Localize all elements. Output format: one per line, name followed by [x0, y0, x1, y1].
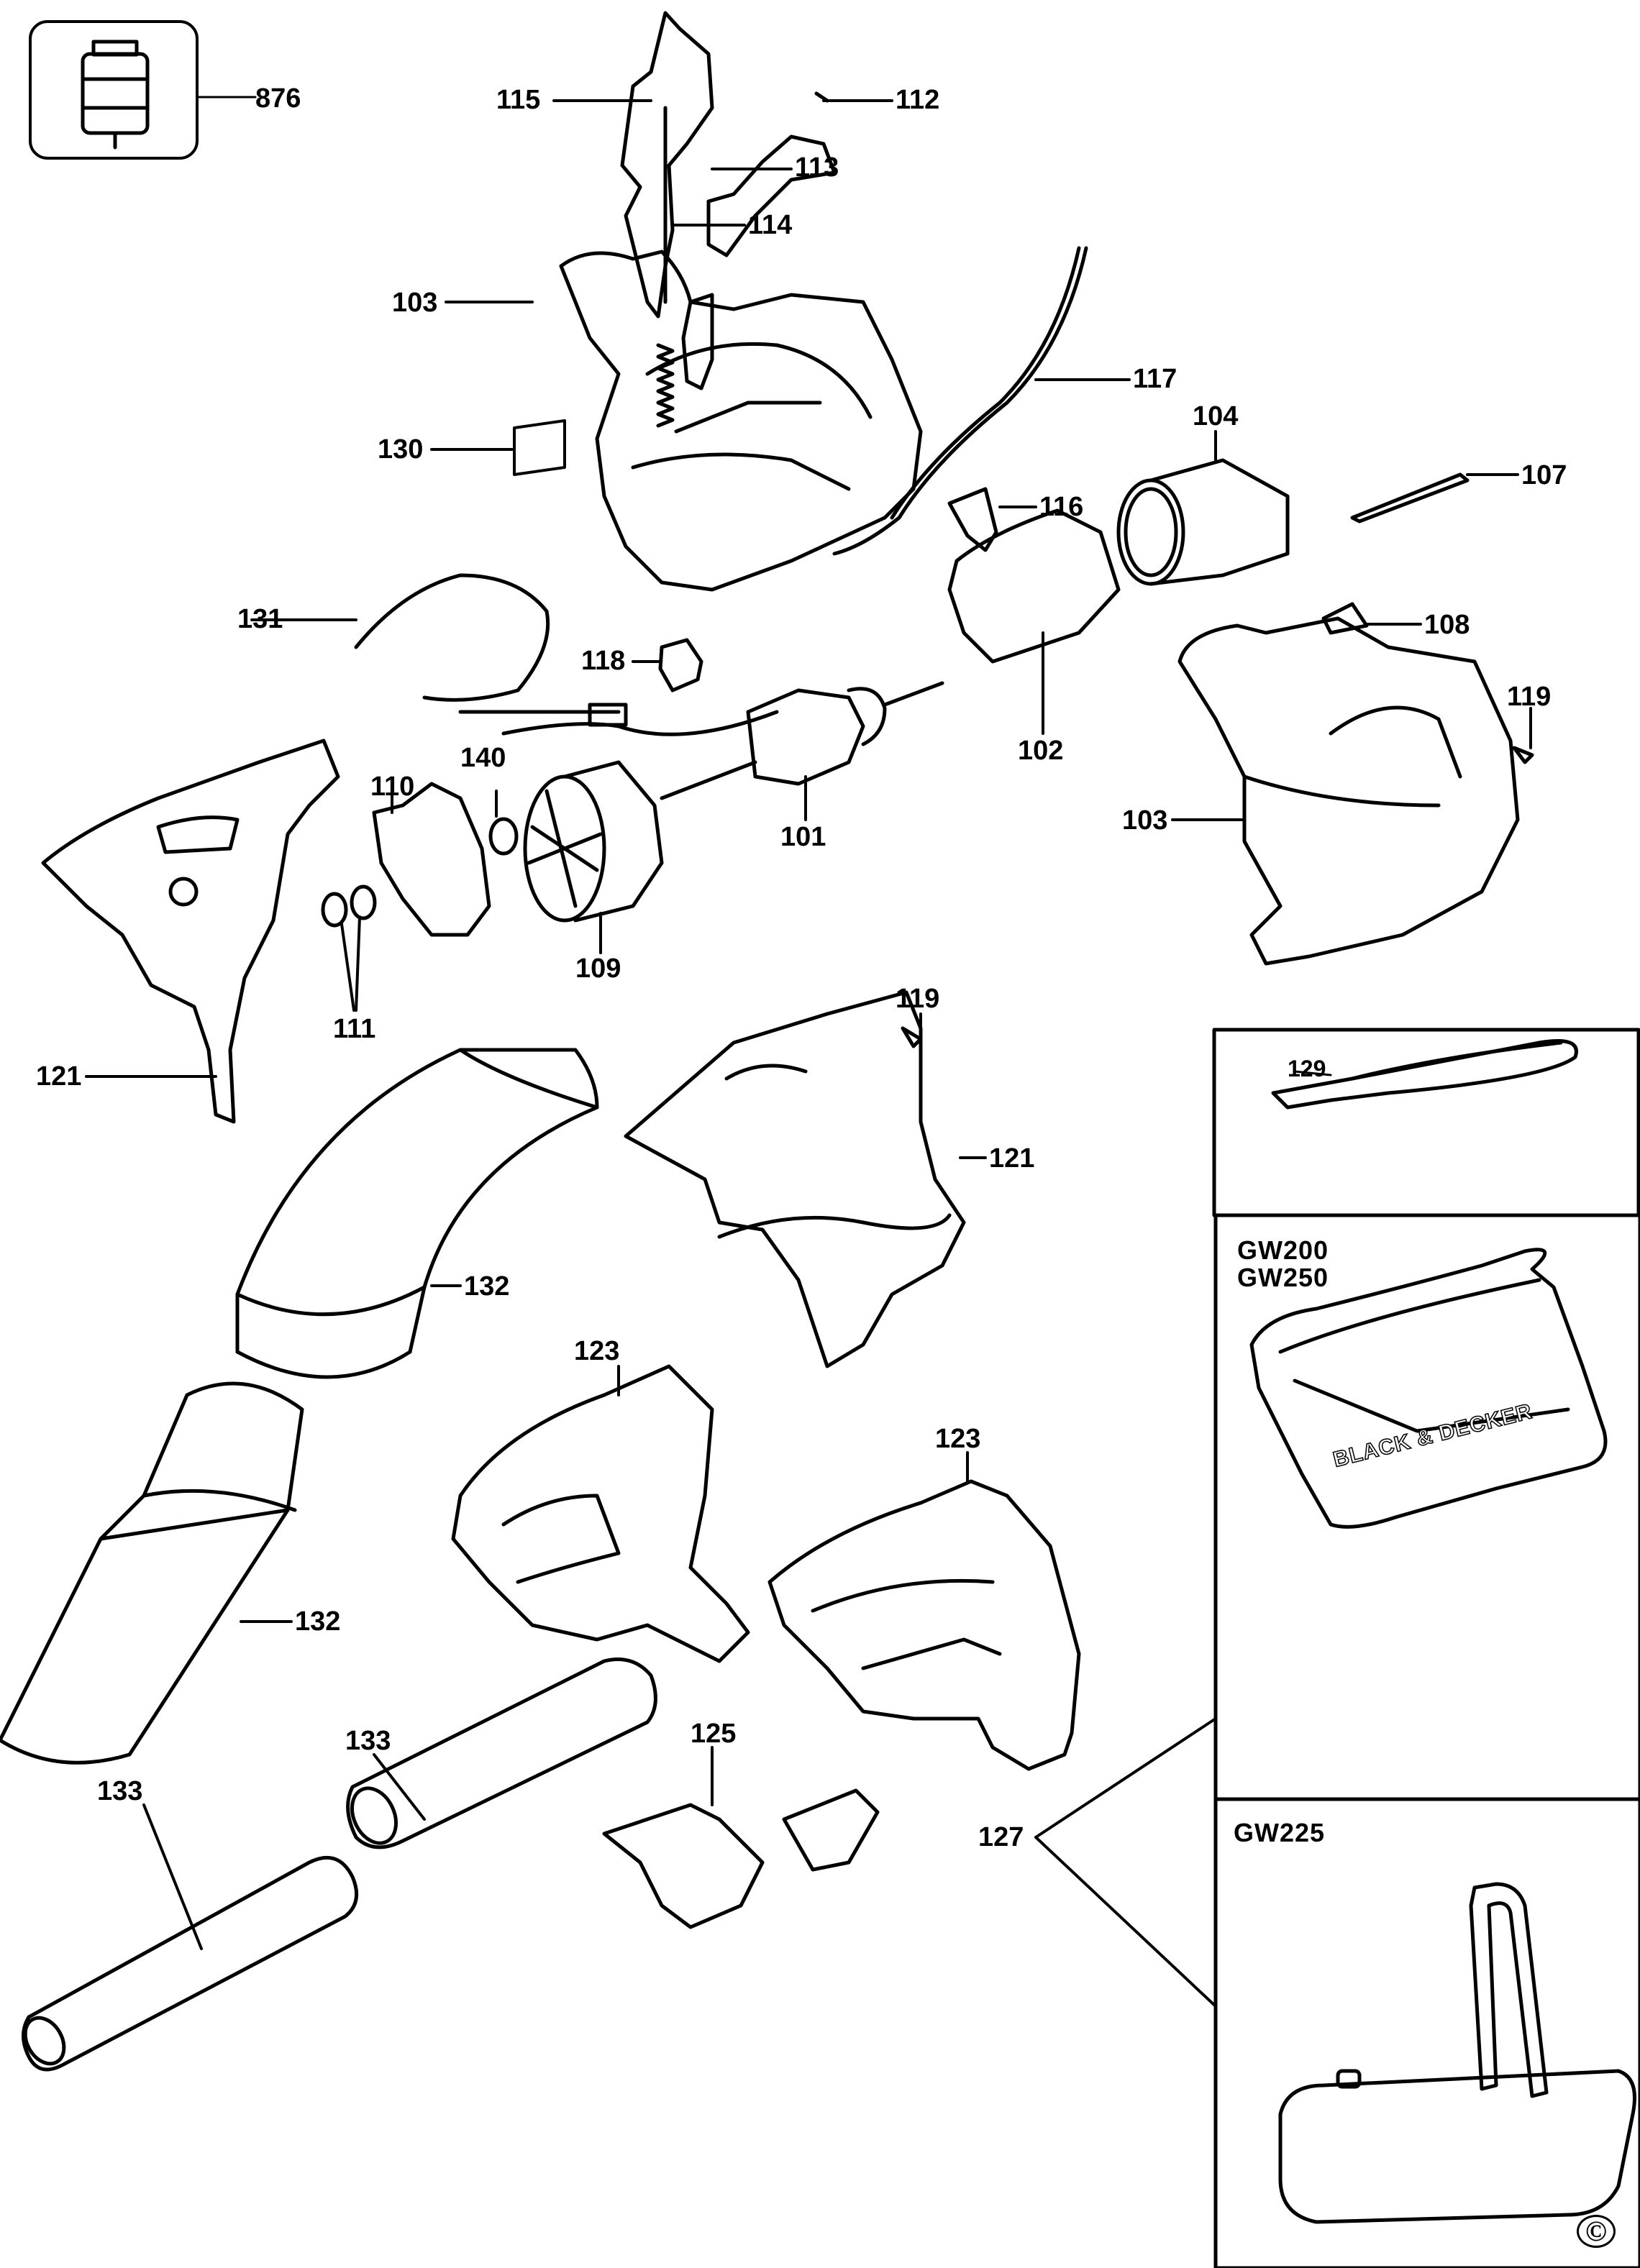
part-label-101[interactable]: 101: [780, 822, 826, 852]
washer-140[interactable]: [488, 790, 519, 856]
model-label-gw250: GW250: [1237, 1262, 1329, 1292]
part-label-113[interactable]: 113: [795, 152, 839, 183]
part-label-107[interactable]: 107: [1521, 460, 1567, 490]
switch-118[interactable]: [632, 638, 703, 692]
part-label-109[interactable]: 109: [575, 954, 621, 984]
part-label-108[interactable]: 108: [1424, 610, 1470, 640]
part-label-103-upper[interactable]: 103: [392, 288, 438, 318]
blower-tube-133-lower[interactable]: [17, 1803, 359, 2072]
part-label-125[interactable]: 125: [691, 1719, 737, 1749]
nozzle-housing-121-left[interactable]: [41, 739, 340, 1124]
part-label-110[interactable]: 110: [370, 772, 415, 802]
part-label-123-left[interactable]: 123: [574, 1336, 620, 1366]
part-label-111[interactable]: 111: [333, 1014, 376, 1044]
part-label-104[interactable]: 104: [1193, 401, 1239, 431]
lock-off-button-112[interactable]: [706, 91, 893, 257]
nozzle-housing-121-right[interactable]: [624, 990, 987, 1368]
part-label-133-upper[interactable]: 133: [345, 1726, 391, 1756]
screw-119-upper[interactable]: [1512, 707, 1534, 764]
clip-113[interactable]: [681, 168, 793, 390]
spring-114[interactable]: [656, 224, 746, 428]
model-label-group-a: GW200 GW250: [1237, 1237, 1329, 1291]
part-label-121-left[interactable]: 121: [36, 1061, 82, 1092]
model-label-gw225: GW225: [1234, 1818, 1326, 1847]
part-label-114[interactable]: 114: [748, 210, 793, 240]
motor-inset-876[interactable]: [29, 20, 257, 160]
accessory-panels: [1212, 1028, 1640, 2268]
part-label-102[interactable]: 102: [1018, 736, 1064, 766]
armature-101[interactable]: [660, 681, 944, 821]
part-label-876[interactable]: 876: [255, 83, 301, 114]
screw-107[interactable]: [1350, 472, 1519, 523]
part-label-132-bend[interactable]: 132: [464, 1271, 510, 1302]
switch-actuator-115[interactable]: [552, 11, 714, 319]
clip-108[interactable]: [1321, 602, 1422, 635]
shoulder-strap-129[interactable]: [1271, 1039, 1578, 1110]
inlet-housing-123-left[interactable]: [451, 1364, 750, 1663]
collection-bag-gw225[interactable]: [1278, 1882, 1636, 2224]
nozzle-125[interactable]: [602, 1746, 880, 1929]
cord-117[interactable]: [832, 246, 1131, 556]
wire-harness-131[interactable]: [250, 573, 779, 736]
cord-clamp-116[interactable]: [947, 487, 1037, 552]
part-label-133-lower[interactable]: 133: [97, 1776, 143, 1806]
housing-half-103-right[interactable]: [1171, 616, 1520, 966]
part-label-129[interactable]: 129: [1288, 1056, 1326, 1082]
vacuum-tube-132-bend[interactable]: [235, 1048, 599, 1379]
copyright-icon: ©: [1577, 2215, 1616, 2248]
part-label-119-lower[interactable]: 119: [896, 984, 940, 1014]
part-label-127[interactable]: 127: [978, 1822, 1024, 1852]
vacuum-tube-132[interactable]: [0, 1381, 304, 1765]
field-102[interactable]: [947, 508, 1121, 735]
part-label-103-right[interactable]: 103: [1122, 805, 1168, 836]
part-label-112[interactable]: 112: [896, 85, 940, 115]
model-label-gw200: GW200: [1237, 1235, 1329, 1265]
label-130[interactable]: [430, 419, 566, 476]
part-label-116[interactable]: 116: [1039, 492, 1084, 522]
part-label-132[interactable]: 132: [295, 1606, 341, 1637]
part-label-117[interactable]: 117: [1133, 364, 1177, 394]
baffle-109[interactable]: [523, 760, 664, 954]
part-label-118[interactable]: 118: [581, 646, 626, 676]
inlet-housing-123-right[interactable]: [767, 1451, 1081, 1771]
brush-holder-104[interactable]: [1116, 430, 1290, 586]
part-label-140[interactable]: 140: [460, 743, 506, 773]
part-label-119-upper[interactable]: 119: [1507, 682, 1552, 712]
part-label-131[interactable]: 131: [237, 604, 283, 634]
nut-111[interactable]: [321, 884, 377, 1012]
fan-110[interactable]: [372, 782, 491, 937]
part-label-123-right[interactable]: 123: [935, 1424, 981, 1454]
collection-bag-gw200-gw250[interactable]: [1034, 1248, 1608, 2008]
blower-tube-133-upper[interactable]: [344, 1657, 657, 1851]
part-label-115[interactable]: 115: [496, 85, 541, 115]
part-label-130[interactable]: 130: [378, 434, 424, 465]
housing-half-103-upper[interactable]: [445, 250, 923, 592]
part-label-121-right[interactable]: 121: [989, 1143, 1035, 1174]
